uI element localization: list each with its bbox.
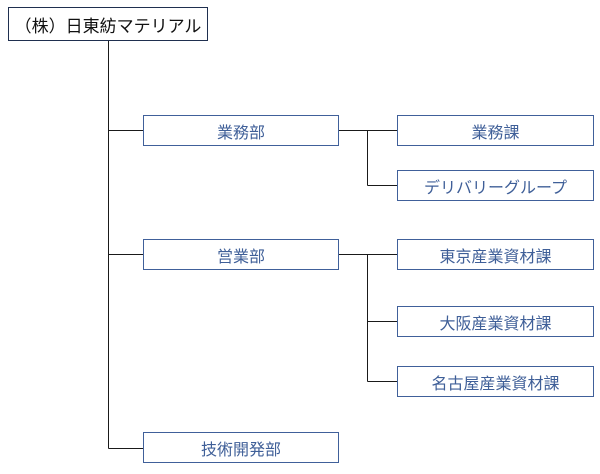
dept-eigyo-box: 営業部 [143, 239, 339, 270]
section-delivery-label: デリバリーグループ [423, 177, 568, 197]
company-name: （株）日東紡マテリアル [14, 16, 202, 37]
dept-gijutsu-label: 技術開発部 [200, 439, 281, 459]
section-nagoya-label: 名古屋産業資材課 [431, 373, 560, 393]
section-gyomu-ka-box: 業務課 [397, 115, 594, 146]
section-gyomu-ka-label: 業務課 [471, 122, 520, 142]
section-nagoya-box: 名古屋産業資材課 [397, 366, 594, 397]
dept-eigyo-label: 営業部 [216, 246, 265, 266]
section-osaka-box: 大阪産業資材課 [397, 306, 594, 337]
company-box: （株）日東紡マテリアル [8, 7, 208, 41]
section-tokyo-box: 東京産業資材課 [397, 239, 594, 270]
section-osaka-label: 大阪産業資材課 [439, 313, 552, 333]
dept-gyomu-label: 業務部 [216, 122, 265, 142]
dept-gijutsu-box: 技術開発部 [143, 432, 339, 463]
section-tokyo-label: 東京産業資材課 [439, 246, 552, 266]
dept-gyomu-box: 業務部 [143, 115, 339, 146]
section-delivery-box: デリバリーグループ [397, 170, 594, 201]
